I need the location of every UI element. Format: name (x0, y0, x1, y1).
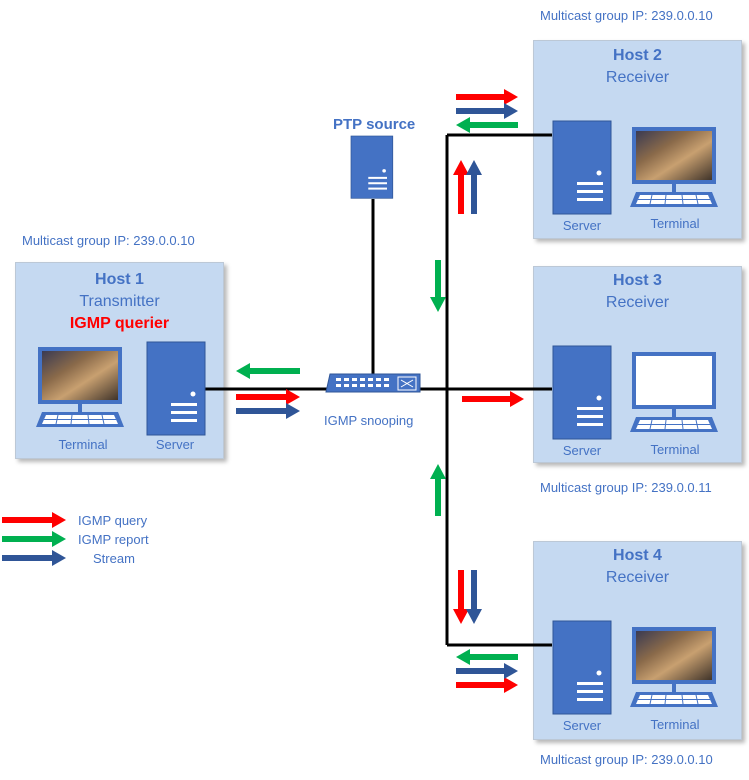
host3-server-label: Server (562, 443, 602, 458)
ptp-source-label: PTP source (333, 116, 416, 133)
host3-server-icon (552, 345, 612, 440)
igmp-snooping-label: IGMP snooping (324, 413, 414, 428)
host1-server-icon (146, 341, 206, 436)
switch-icon (325, 373, 421, 393)
host3-terminal-label: Terminal (650, 442, 700, 457)
arrows-report (2, 117, 518, 665)
host2-server-icon (552, 120, 612, 215)
legend-label-report: IGMP report (78, 532, 149, 547)
host4-server-icon (552, 620, 612, 715)
network-links (205, 133, 552, 647)
multicast-label-host1: Multicast group IP: 239.0.0.10 (22, 233, 195, 248)
host3-role: Receiver (605, 294, 670, 311)
host1-terminal-label: Terminal (58, 437, 108, 452)
host4-terminal-label: Terminal (650, 717, 700, 732)
host1-server-label: Server (155, 437, 195, 452)
host4-terminal-icon (629, 626, 719, 708)
host1-role: Transmitter (79, 293, 160, 310)
multicast-label-host2: Multicast group IP: 239.0.0.10 (540, 8, 713, 23)
host1-terminal-icon (35, 346, 125, 428)
arrows-query (2, 89, 524, 693)
host4-server-label: Server (562, 718, 602, 733)
host3-terminal-icon (629, 351, 719, 433)
host1-title: Host 1 (95, 271, 144, 288)
multicast-label-host4: Multicast group IP: 239.0.0.10 (540, 752, 713, 767)
arrows-stream (2, 103, 518, 679)
host2-terminal-label: Terminal (650, 216, 700, 231)
host2-role: Receiver (605, 69, 670, 86)
host4-role: Receiver (605, 569, 670, 586)
host3-title: Host 3 (613, 272, 662, 289)
multicast-label-host3: Multicast group IP: 239.0.0.11 (540, 480, 712, 495)
ptp-server-icon (350, 135, 394, 199)
host1-igmp-querier: IGMP querier (69, 315, 170, 332)
legend-label-query: IGMP query (78, 513, 148, 528)
legend-label-stream: Stream (93, 551, 135, 566)
host2-terminal-icon (629, 126, 719, 208)
host2-server-label: Server (562, 218, 602, 233)
host2-title: Host 2 (613, 47, 662, 64)
host4-title: Host 4 (613, 547, 662, 564)
